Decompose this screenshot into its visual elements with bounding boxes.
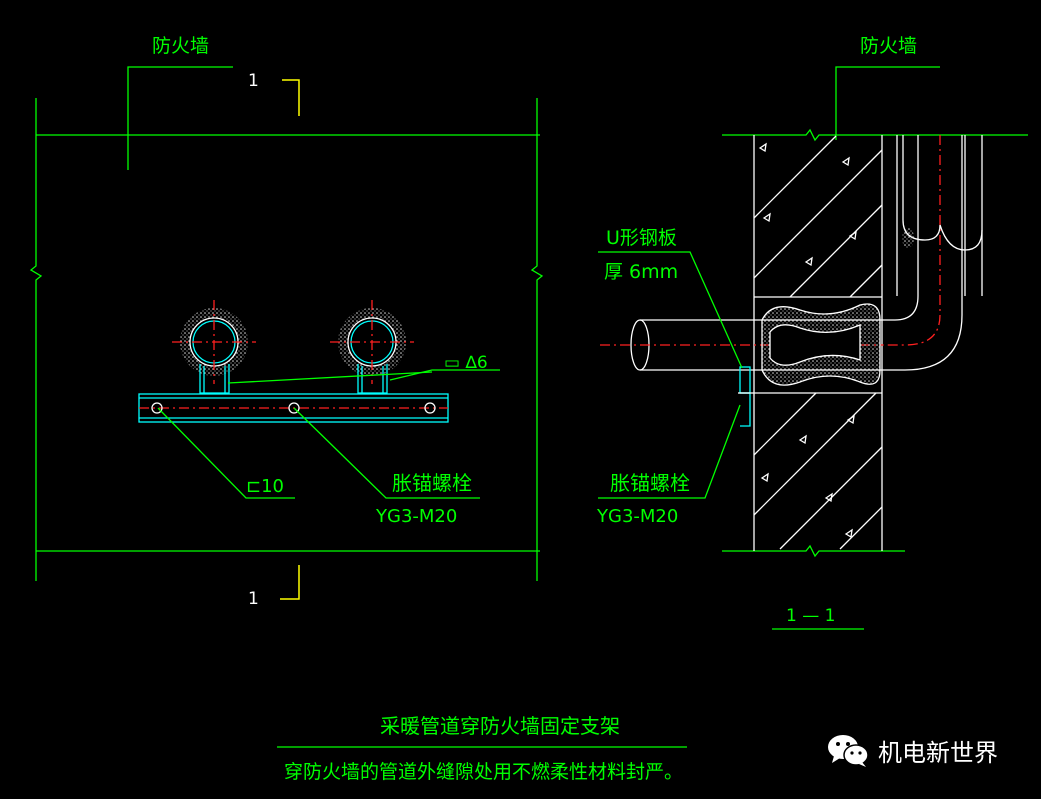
pipe-left-1	[172, 300, 256, 394]
steel-plate-label: ▭ ∆6	[444, 353, 488, 373]
right-slab-lines	[722, 128, 1028, 558]
right-wall-label: 防火墙	[860, 35, 917, 57]
through-wall-pipe	[600, 303, 882, 386]
caption-note: 穿防火墙的管道外缝隙处用不燃柔性材料封严。	[284, 761, 683, 783]
watermark: 机电新世界	[826, 730, 998, 770]
section-bottom-label: 1	[248, 589, 259, 609]
channel-label: ⊏10	[246, 476, 284, 497]
caption-title: 采暖管道穿防火墙固定支架	[380, 714, 620, 738]
concrete-wall	[753, 135, 883, 551]
right-section-view	[598, 66, 1028, 630]
left-bolt-spec: YG3-M20	[375, 506, 457, 527]
u-plate-label-line1: U形钢板	[606, 227, 677, 249]
wechat-icon	[828, 735, 869, 767]
right-wall-leader	[835, 66, 940, 140]
riser-pipes	[882, 135, 983, 371]
annotations: 防火墙 1 1 ▭ ∆6 ⊏10 胀锚螺栓 YG3-M20 防火墙 U形钢板 厚…	[152, 35, 917, 783]
right-leaders	[598, 251, 864, 630]
u-steel-plate	[738, 366, 754, 427]
watermark-text: 机电新世界	[878, 738, 998, 767]
u-plate-label-line2: 厚 6mm	[604, 261, 678, 283]
left-leaders	[157, 369, 500, 499]
section-cut-marks	[280, 79, 300, 600]
left-bolt-label: 胀锚螺栓	[392, 471, 472, 495]
channel-steel-left	[138, 393, 449, 423]
left-wall-leader	[127, 66, 233, 170]
right-bolt-spec: YG3-M20	[596, 506, 678, 527]
section-top-label: 1	[248, 71, 259, 91]
left-elevation-view	[29, 66, 544, 600]
right-bolt-label: 胀锚螺栓	[610, 471, 690, 495]
section-title: 1 — 1	[786, 606, 835, 626]
pipe-left-2	[330, 300, 414, 394]
left-wall-label: 防火墙	[152, 35, 209, 57]
left-wall-frame	[29, 98, 544, 581]
